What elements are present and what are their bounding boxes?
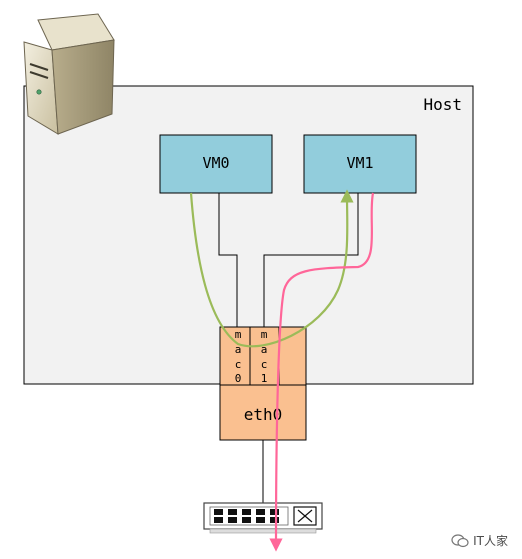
vm0-label: VM0 bbox=[202, 154, 229, 172]
mac0-char: a bbox=[235, 343, 242, 356]
mac0-char: m bbox=[235, 328, 242, 341]
watermark: IT人家 bbox=[451, 532, 508, 549]
vm1-label: VM1 bbox=[346, 154, 373, 172]
mac1-slot: m a c 1 bbox=[261, 328, 268, 385]
pink-traffic-path bbox=[269, 192, 375, 552]
mac1-char: m bbox=[261, 328, 268, 341]
mac1-char: 1 bbox=[261, 372, 268, 385]
mac0-slot: m a c 0 bbox=[235, 328, 242, 385]
green-traffic-path bbox=[189, 189, 354, 348]
mac1-char: a bbox=[261, 343, 268, 356]
vm0-box: VM0 bbox=[159, 134, 273, 194]
chat-bubble-icon bbox=[451, 533, 469, 547]
host-label: Host bbox=[423, 95, 462, 114]
eth0-label: eth0 bbox=[244, 405, 283, 424]
vm1-box: VM1 bbox=[303, 134, 417, 194]
mac0-char: 0 bbox=[235, 372, 242, 385]
vm1-link-line bbox=[263, 193, 359, 327]
vm0-link-line bbox=[218, 193, 238, 327]
network-switch-icon bbox=[203, 502, 323, 534]
mac0-char: c bbox=[235, 358, 242, 371]
watermark-text: IT人家 bbox=[473, 534, 508, 548]
mac1-char: c bbox=[261, 358, 268, 371]
server-icon bbox=[23, 13, 115, 135]
